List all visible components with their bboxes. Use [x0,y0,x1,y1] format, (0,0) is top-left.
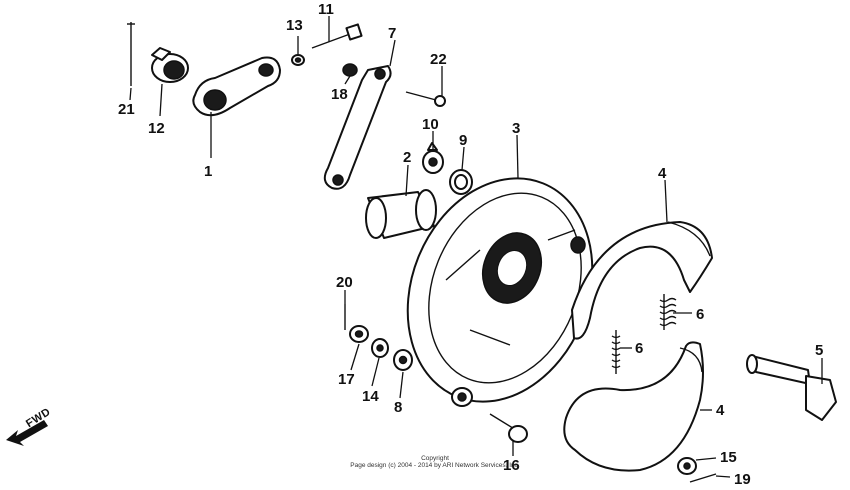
fwd-arrow-icon [6,420,48,446]
part-10-tab-washer[interactable] [422,142,444,174]
callout-20: 20 [336,274,353,291]
part-14-washer[interactable] [371,338,389,358]
callout-14: 14 [362,388,379,405]
callout-9: 9 [459,132,467,149]
part-7-brake-stay[interactable] [323,65,392,190]
part-19-pin[interactable] [689,473,717,483]
part-17-nut[interactable] [349,325,369,343]
callout-13: 13 [286,17,303,34]
callout-12: 12 [148,120,165,137]
callout-11: 11 [318,1,334,18]
leader-lines [129,16,823,478]
part-22-bolt[interactable] [405,91,446,107]
part-12-threaded-insert[interactable] [151,47,189,83]
part-15-washer[interactable] [677,457,697,475]
callout-labels: 21 12 1 13 11 7 18 22 10 9 2 3 4 6 6 5 4… [118,1,823,488]
part-9-seal[interactable] [449,169,473,195]
callout-6-lower: 6 [635,340,643,357]
callout-2: 2 [403,149,411,166]
part-4-brake-shoe-upper[interactable] [571,221,713,340]
part-3-brake-panel[interactable] [375,150,624,429]
part-11-bolt[interactable] [311,23,363,49]
part-4-brake-shoe-lower[interactable] [563,341,704,472]
part-5-brake-cam[interactable] [746,354,837,421]
callout-17: 17 [338,371,355,388]
part-18-nut[interactable] [342,63,358,77]
callout-22: 22 [430,51,447,68]
callout-19: 19 [734,471,751,488]
callout-16: 16 [503,457,520,474]
callout-10: 10 [422,116,439,133]
callout-7: 7 [388,25,396,42]
part-8-washer[interactable] [393,349,413,371]
copyright-line-1: Copyright [421,455,449,462]
copyright-line-2: Page design (c) 2004 - 2014 by ARI Netwo… [350,462,520,469]
callout-4-upper: 4 [658,165,667,182]
copyright-notice: Copyright Page design (c) 2004 - 2014 by… [330,455,540,469]
callout-5: 5 [815,342,823,359]
callout-3: 3 [512,120,520,137]
part-21-pin[interactable] [127,22,135,86]
fwd-label: FWD [24,405,53,431]
callout-18: 18 [331,86,348,103]
callout-6-upper: 6 [696,306,704,323]
callout-1: 1 [204,163,212,180]
part-2-bushing[interactable] [365,189,437,239]
part-1-brake-arm[interactable] [192,56,281,117]
callout-4-lower: 4 [716,402,725,419]
callout-15: 15 [720,449,737,466]
part-13-nut[interactable] [291,54,305,66]
part-6-spring-lower[interactable] [611,330,621,374]
callout-8: 8 [394,399,402,416]
callout-21: 21 [118,101,135,118]
part-16-bolt[interactable] [489,413,528,443]
part-6-spring-upper[interactable] [659,294,677,330]
fwd-indicator: FWD [8,406,64,450]
